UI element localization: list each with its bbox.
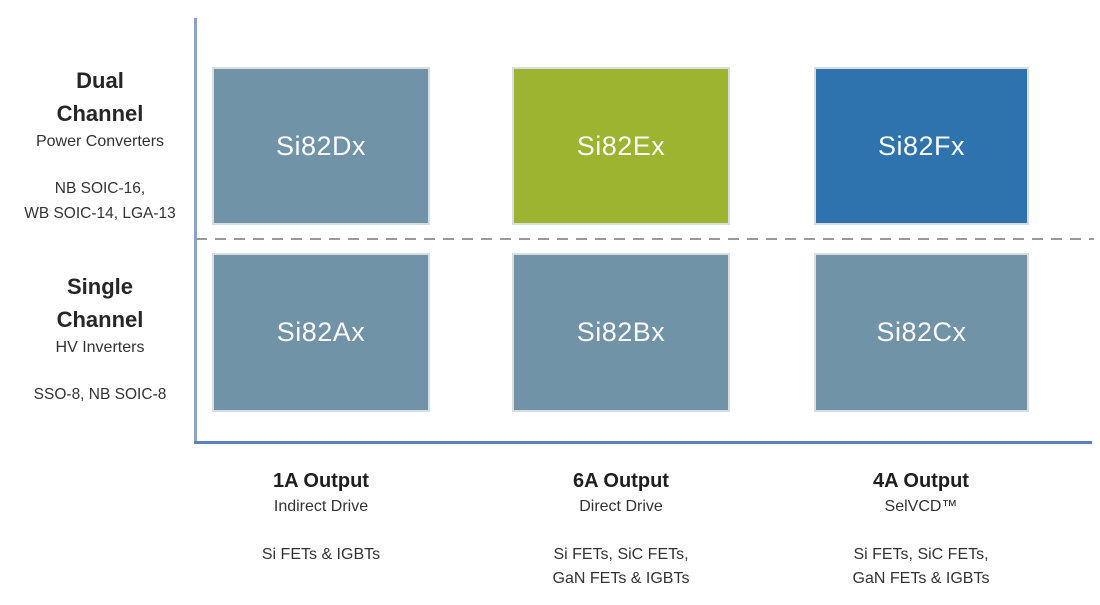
column-devices: Si FETs & IGBTs xyxy=(261,546,381,563)
column-devices: Si FETs, SiC FETs, GaN FETs & IGBTs xyxy=(552,546,690,587)
product-box-label: Si82Ax xyxy=(276,317,366,347)
column-subtitle: Direct Drive xyxy=(579,498,663,515)
vertical-axis-line xyxy=(194,18,197,444)
product-box-label: Si82Ex xyxy=(576,130,666,161)
row-packages: NB SOIC-16, WB SOIC-14, LGA-13 xyxy=(24,180,176,222)
product-box-si82ax: Si82Ax xyxy=(212,253,430,412)
row-packages: SSO-8, NB SOIC-8 xyxy=(33,386,167,403)
column-title: 4A Output xyxy=(873,470,969,492)
row-subtitle: HV Inverters xyxy=(55,339,145,356)
column-subtitle: Indirect Drive xyxy=(273,498,369,515)
product-box-si82bx: Si82Bx xyxy=(512,253,730,412)
row-label-dual-channel: Dual Channel Power Converters NB SOIC-16… xyxy=(5,64,195,227)
column-title: 1A Output xyxy=(273,470,369,492)
product-box-label: Si82Fx xyxy=(877,130,966,161)
product-box-label: Si82Dx xyxy=(275,130,367,161)
row-label-single-channel: Single Channel HV Inverters SSO-8, NB SO… xyxy=(5,270,195,408)
column-subtitle: SelVCD™ xyxy=(884,498,958,515)
row-divider-dashed-line xyxy=(196,238,1094,240)
product-box-si82ex: Si82Ex xyxy=(512,67,730,225)
horizontal-axis-line xyxy=(194,441,1092,444)
product-box-si82dx: Si82Dx xyxy=(212,67,430,225)
column-label-1a-output: 1A Output Indirect Drive Si FETs & IGBTs xyxy=(191,470,451,567)
column-devices: Si FETs, SiC FETs, GaN FETs & IGBTs xyxy=(852,546,990,587)
product-box-si82fx: Si82Fx xyxy=(814,67,1029,225)
row-title: Single Channel xyxy=(56,274,144,332)
column-label-6a-output: 6A Output Direct Drive Si FETs, SiC FETs… xyxy=(491,470,751,591)
product-box-label: Si82Cx xyxy=(876,317,967,347)
column-label-4a-output: 4A Output SelVCD™ Si FETs, SiC FETs, GaN… xyxy=(791,470,1051,591)
row-subtitle: Power Converters xyxy=(35,133,165,150)
product-box-si82cx: Si82Cx xyxy=(814,253,1029,412)
column-title: 6A Output xyxy=(573,470,669,492)
row-title: Dual Channel xyxy=(56,68,144,126)
product-box-label: Si82Bx xyxy=(576,317,666,347)
